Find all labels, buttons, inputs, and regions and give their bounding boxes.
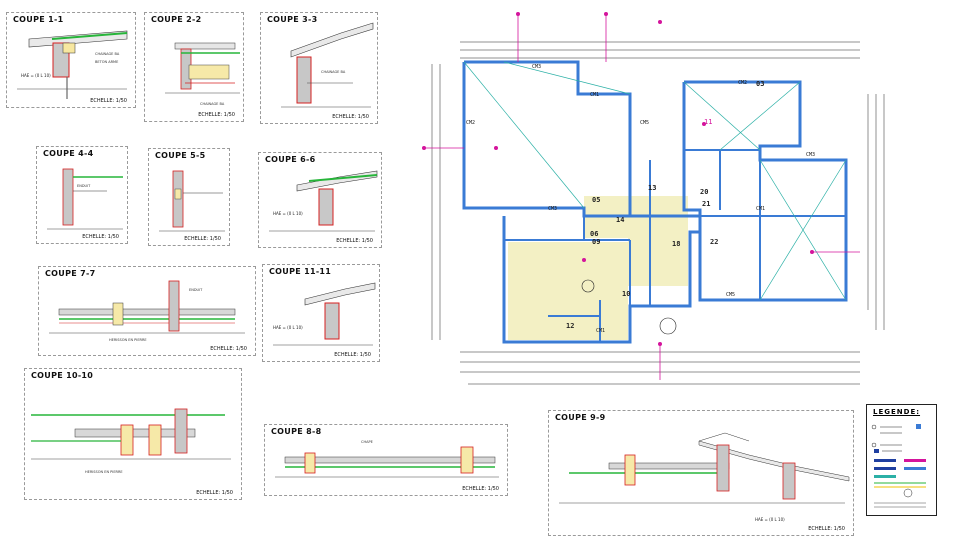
room-number: 18 [672,240,681,248]
section-drawing: CHAINAGE BA BETON ARME HAE = (0 L 10) [17,30,128,99]
section-drawing [159,170,225,232]
legend-title: LEGENDE: [873,408,921,416]
section-scale: ECHELLE: 1/50 [336,238,373,244]
room-number: 06 [590,230,599,238]
section-scale: ECHELLE: 1/50 [82,234,119,240]
section-panel-8-8: COUPE 8-8 CHAPE ECHELLE: 1/50 [264,424,508,496]
plan-marker-label: CM5 [726,292,736,298]
legend-symbols [871,424,926,508]
room-number: 22 [710,238,719,246]
section-title: COUPE 10-10 [31,371,94,380]
section-scale: ECHELLE: 1/50 [90,98,127,104]
section-drawing: HAE = (0 L 10) [269,170,378,232]
room-number: 10 [622,290,631,298]
section-drawing: CHAPE [275,440,499,478]
section-drawing: ENDUIT [47,168,123,230]
roof-lines [463,61,847,301]
section-panel-2-2: COUPE 2-2 CHAINAGE BA ECHELLE: 1/50 [144,12,244,122]
section-title: COUPE 6-6 [265,155,316,164]
svg-text:CHAINAGE BA: CHAINAGE BA [95,52,120,56]
room-number: 21 [702,200,711,208]
svg-text:HAE = (0 L 10): HAE = (0 L 10) [273,211,303,216]
section-title: COUPE 3-3 [267,15,318,24]
section-scale: ECHELLE: 1/50 [334,352,371,358]
plan-marker-label: CM3 [806,152,816,158]
room-number: 11 [704,118,713,126]
section-drawing: CHAINAGE BA [281,22,374,108]
section-panel-1-1: COUPE 1-1 CHAINAGE BA BETON ARME HAE = (… [6,12,136,108]
detail-bubble [581,279,595,293]
room-number: 03 [756,80,765,88]
legend-box: LEGENDE: [866,404,937,516]
section-scale: ECHELLE: 1/50 [210,346,247,352]
plan-marker-label: CM1 [596,328,606,334]
plan-marker-label: CM3 [532,64,542,70]
svg-text:ENDUIT: ENDUIT [77,184,91,188]
svg-text:CHAINAGE BA: CHAINAGE BA [321,70,346,74]
detail-bubble [659,317,677,335]
section-drawing: ENDUIT HERISSON EN PIERRE [49,280,245,342]
section-markers [422,12,814,346]
svg-text:CHAINAGE BA: CHAINAGE BA [200,102,225,106]
plan-marker-label: CM1 [756,206,766,212]
plan-marker-label: CM2 [738,80,748,86]
section-scale: ECHELLE: 1/50 [184,236,221,242]
section-title: COUPE 7-7 [45,269,96,278]
section-title: COUPE 2-2 [151,15,202,24]
svg-text:HERISSON EN PIERRE: HERISSON EN PIERRE [85,470,123,474]
section-title: COUPE 5-5 [155,151,206,160]
section-scale: ECHELLE: 1/50 [808,526,845,532]
section-drawing: HAE = (0 L 10) [273,282,376,346]
section-panel-6-6: COUPE 6-6 HAE = (0 L 10) ECHELLE: 1/50 [258,152,382,248]
section-marker-flags [424,14,860,380]
section-title: COUPE 1-1 [13,15,64,24]
section-panel-3-3: COUPE 3-3 CHAINAGE BA ECHELLE: 1/50 [260,12,378,124]
section-title: COUPE 4-4 [43,149,94,158]
room-number: 20 [700,188,709,196]
room-number: 09 [592,238,601,246]
svg-text:HAE = (0 L 10): HAE = (0 L 10) [755,517,785,522]
section-drawing: HERISSON EN PIERRE [31,408,231,474]
plan-marker-label: CM1 [590,92,600,98]
section-scale: ECHELLE: 1/50 [196,490,233,496]
section-drawing: HAE = (0 L 10) [559,432,850,522]
section-panel-7-7: COUPE 7-7 ENDUIT HERISSON EN PIERRE ECHE… [38,266,256,356]
svg-text:HAE = (0 L 10): HAE = (0 L 10) [273,325,303,330]
room-number: 05 [592,196,601,204]
section-scale: ECHELLE: 1/50 [462,486,499,492]
section-drawing: CHAINAGE BA [165,42,240,106]
room-number: 12 [566,322,575,330]
room-number: 14 [616,216,625,224]
section-title: COUPE 9-9 [555,413,606,422]
svg-text:BETON ARME: BETON ARME [95,60,118,64]
room-number: 13 [648,184,657,192]
section-panel-5-5: COUPE 5-5 ECHELLE: 1/50 [148,148,230,246]
section-panel-4-4: COUPE 4-4 ENDUIT ECHELLE: 1/50 [36,146,128,244]
section-panel-9-9: COUPE 9-9 HAE = (0 L 10) ECHELLE: 1/50 [548,410,854,536]
section-panel-11-11: COUPE 11-11 HAE = (0 L 10) ECHELLE: 1/50 [262,264,380,362]
section-scale: ECHELLE: 1/50 [198,112,235,118]
dimension-lines [431,41,885,385]
section-title: COUPE 8-8 [271,427,322,436]
svg-text:HERISSON EN PIERRE: HERISSON EN PIERRE [109,338,147,342]
svg-text:CHAPE: CHAPE [361,440,373,444]
svg-text:HAE = (0 L 10): HAE = (0 L 10) [21,73,51,78]
svg-text:ENDUIT: ENDUIT [189,288,203,292]
plan-marker-label: CM5 [640,120,650,126]
exterior-walls [462,60,848,344]
section-title: COUPE 11-11 [269,267,332,276]
plan-marker-label: CM3 [548,206,558,212]
section-panel-10-10: COUPE 10-10 HERISSON EN PIERRE ECHELLE: … [24,368,242,500]
section-scale: ECHELLE: 1/50 [332,114,369,120]
plan-marker-label: CM2 [466,120,476,126]
